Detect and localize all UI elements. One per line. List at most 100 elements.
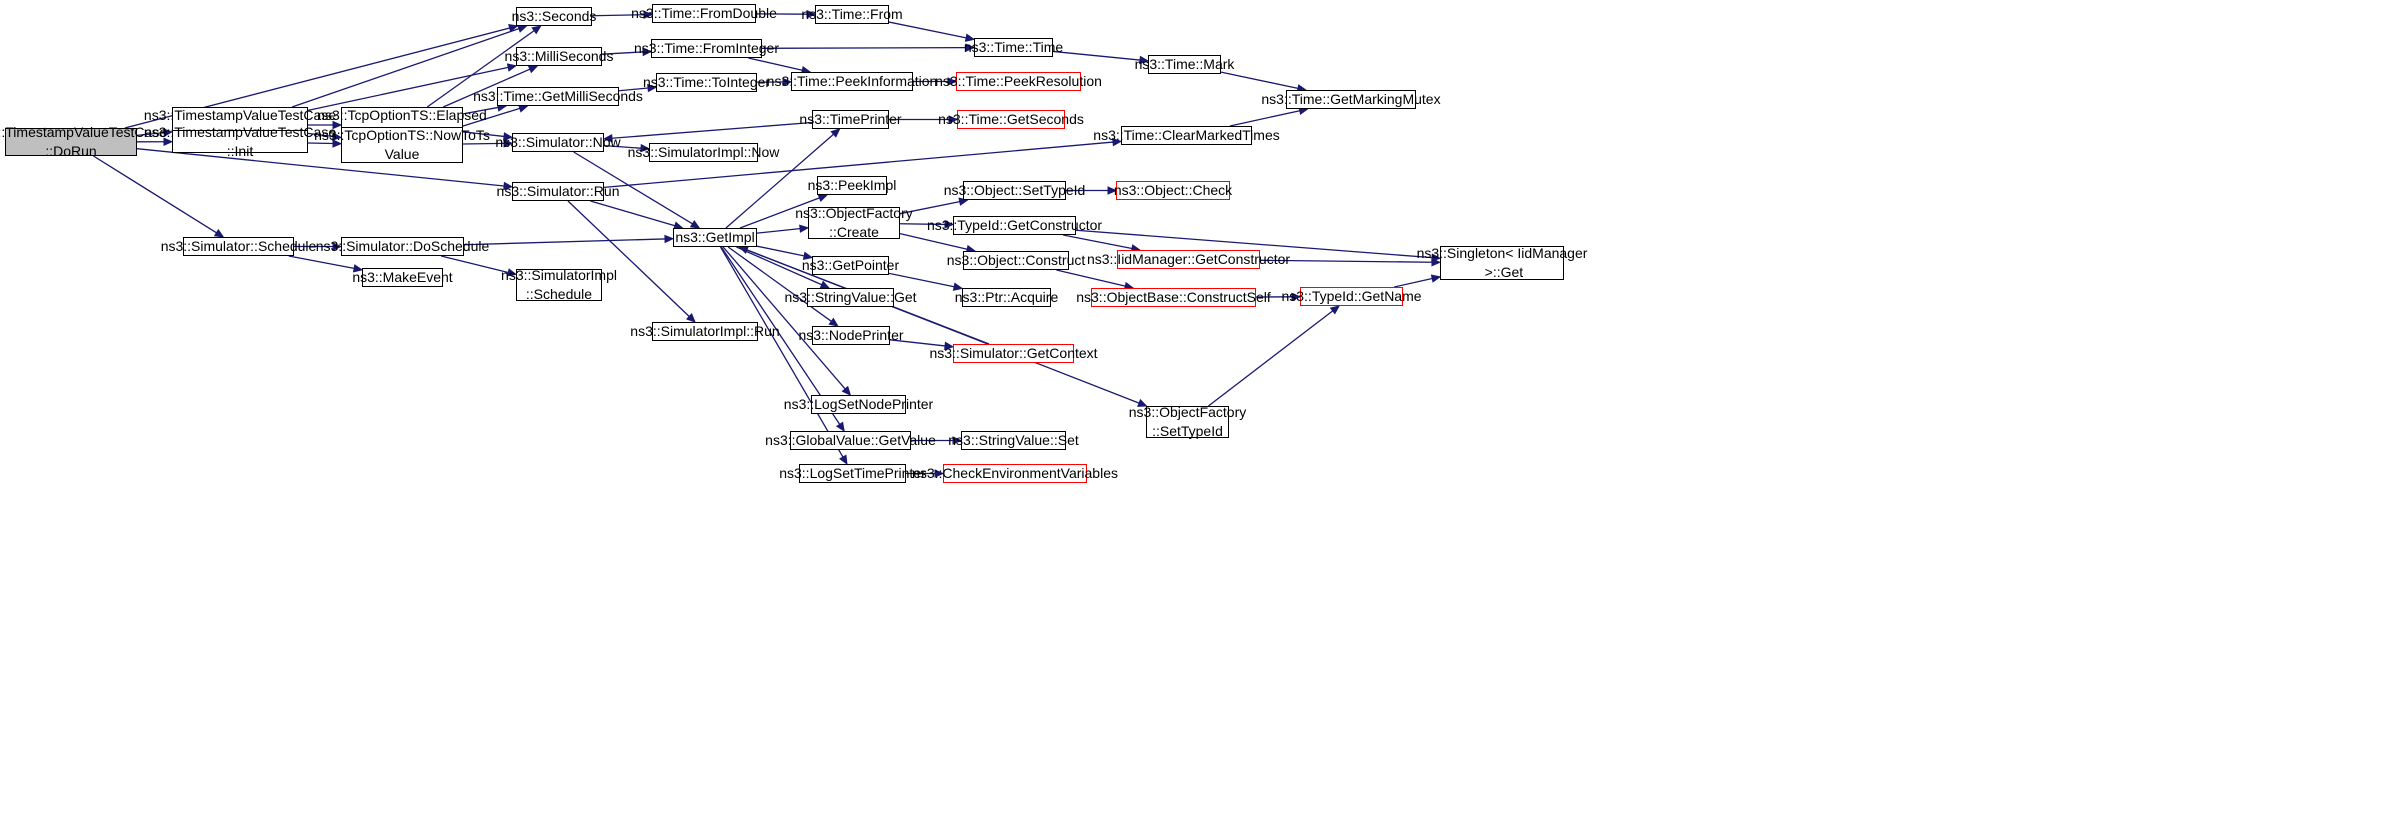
node-simulatorimpl-schedule[interactable]: ns3::SimulatorImpl ::Schedule xyxy=(501,267,617,302)
node-objectfactory-create[interactable]: ns3::ObjectFactory ::Create xyxy=(795,205,913,240)
edge-n13-n11 xyxy=(442,65,539,108)
edge-n16-n41 xyxy=(603,143,651,153)
edge-n3-n4 xyxy=(591,10,654,19)
node-time-tointeger[interactable]: ns3::Time::ToInteger xyxy=(642,73,771,92)
edge-n42-n14 xyxy=(459,104,529,128)
node-tcpoptionts-nowtotsvalue[interactable]: ns3::TcpOptionTS::NowToTs Value xyxy=(314,127,490,163)
edge-n27-n21 xyxy=(1208,305,1341,407)
edge-n1-n44 xyxy=(136,148,514,191)
edge-n33-n34 xyxy=(906,469,945,478)
node-time-frominteger[interactable]: ns3::Time::FromInteger xyxy=(634,39,779,58)
node-stringvalue-get[interactable]: ns3::StringValue::Get xyxy=(784,288,917,307)
edge-n9-n10 xyxy=(913,77,958,86)
edge-n13-n16 xyxy=(462,131,514,141)
edge-n11-n12 xyxy=(601,47,653,57)
edge-n23-n24 xyxy=(1066,186,1118,195)
edge-n48-n17 xyxy=(463,234,675,246)
node-seconds[interactable]: ns3::Seconds xyxy=(511,7,597,26)
edge-n2-n3 xyxy=(291,24,528,108)
edge-n44-n45 xyxy=(603,137,1123,189)
node-stringvalue-set[interactable]: ns3::StringValue::Set xyxy=(948,431,1079,450)
node-time-getmarkingmutex[interactable]: ns3::Time::GetMarkingMutex xyxy=(1261,90,1441,109)
edge-n15-n9 xyxy=(756,77,793,87)
edge-n19-n20 xyxy=(1056,269,1135,291)
edge-n1-n43 xyxy=(136,137,174,146)
node-time-from[interactable]: ns3::Time::From xyxy=(801,5,903,24)
node-objectbase-constructself[interactable]: ns3::ObjectBase::ConstructSelf xyxy=(1076,288,1271,307)
edge-n17-n32 xyxy=(722,246,852,396)
edge-n17-n37 xyxy=(739,194,829,229)
node-time-mark[interactable]: ns3::Time::Mark xyxy=(1134,55,1235,74)
edge-n13-n3 xyxy=(426,25,542,108)
edge-n12-n6 xyxy=(761,43,976,52)
node-getpointer[interactable]: ns3::GetPointer xyxy=(801,256,900,275)
node-getimpl[interactable]: ns3::GetImpl xyxy=(673,228,757,247)
edge-n18-n19 xyxy=(899,233,977,254)
edge-n17-n39 xyxy=(725,128,841,229)
edge-n43-n42 xyxy=(307,139,343,148)
edge-n48-n49 xyxy=(440,255,518,277)
edge-n39-n16 xyxy=(602,121,813,143)
node-time-getmilliseconds[interactable]: ns3::Time::GetMilliSeconds xyxy=(473,87,643,106)
node-time-time[interactable]: ns3::Time::Time xyxy=(963,38,1064,57)
node-timestampvaluetestcase-dorun[interactable]: ns3::TimestampValueTestCase ::DoRun xyxy=(0,124,168,159)
node-simulator-doschedule[interactable]: ns3::Simulator::DoSchedule xyxy=(315,237,490,256)
edge-n1-n2 xyxy=(136,128,174,137)
node-time-getseconds[interactable]: ns3::Time::GetSeconds xyxy=(938,110,1084,129)
edge-n28-n29 xyxy=(888,272,964,291)
edge-n6-n7 xyxy=(1052,50,1150,65)
edge-n17-n30 xyxy=(720,246,845,433)
node-object-settypeid[interactable]: ns3::Object::SetTypeId xyxy=(943,181,1086,200)
edge-n45-n8 xyxy=(1229,106,1309,127)
node-singleton-iidmanager-get[interactable]: ns3::Singleton< IidManager >::Get xyxy=(1416,245,1588,280)
node-simulator-run[interactable]: ns3::Simulator::Run xyxy=(496,182,620,201)
edge-n17-n35 xyxy=(727,246,839,327)
node-object-check[interactable]: ns3::Object::Check xyxy=(1113,181,1233,200)
node-time-clearmarkedtimes[interactable]: ns3::Time::ClearMarkedTimes xyxy=(1093,126,1280,145)
edge-n47-n50 xyxy=(288,255,364,273)
edge-n17-n28 xyxy=(756,245,814,261)
node-time-peekinformation[interactable]: ns3::Time::PeekInformation xyxy=(766,72,938,91)
node-typeid-getconstructor[interactable]: ns3::TypeId::GetConstructor xyxy=(926,216,1103,235)
edge-n20-n21 xyxy=(1255,292,1302,302)
node-time-fromdouble[interactable]: ns3::Time::FromDouble xyxy=(631,4,777,23)
edge-n18-n25 xyxy=(899,220,955,229)
node-simulatorimpl-run[interactable]: ns3::SimulatorImpl::Run xyxy=(630,322,780,341)
node-simulatorimpl-now[interactable]: ns3::SimulatorImpl::Now xyxy=(627,143,780,162)
node-objectfactory-settypeid[interactable]: ns3::ObjectFactory ::SetTypeId xyxy=(1128,404,1247,439)
node-peekimpl[interactable]: ns3::PeekImpl xyxy=(807,176,897,195)
edge-n17-n38 xyxy=(736,246,831,289)
node-simulator-getcontext[interactable]: ns3::Simulator::GetContext xyxy=(929,344,1098,363)
edge-n47-n48 xyxy=(294,242,343,251)
node-milliseconds[interactable]: ns3::MilliSeconds xyxy=(504,47,614,66)
node-logsettimeprinter[interactable]: ns3::LogSetTimePrinter xyxy=(779,464,926,483)
node-globalvalue-getvalue[interactable]: ns3::GlobalValue::GetValue xyxy=(765,431,936,450)
node-typeid-getname[interactable]: ns3::TypeId::GetName xyxy=(1281,287,1422,306)
node-simulator-schedule[interactable]: ns3::Simulator::Schedule xyxy=(160,237,317,256)
node-makeevent[interactable]: ns3::MakeEvent xyxy=(352,268,453,287)
edge-n44-n17 xyxy=(590,200,684,230)
edge-n2-n11 xyxy=(307,63,518,112)
node-object-construct[interactable]: ns3::Object::Construct xyxy=(946,251,1086,270)
edge-n39-n40 xyxy=(889,115,959,124)
node-time-peekresolution[interactable]: ns3::Time::PeekResolution xyxy=(935,72,1102,91)
node-simulator-now[interactable]: ns3::Simulator::Now xyxy=(495,133,621,152)
edge-n14-n15 xyxy=(618,83,658,93)
node-checkenvironmentvariables[interactable]: ns3::CheckEnvironmentVariables xyxy=(912,464,1118,483)
node-logsetnodeprinter[interactable]: ns3::LogSetNodePrinter xyxy=(783,395,934,414)
edge-n30-n31 xyxy=(911,436,963,445)
edge-n42-n16 xyxy=(462,139,514,148)
node-ptr-acquire[interactable]: ns3::Ptr::Acquire xyxy=(954,288,1059,307)
edge-n16-n17 xyxy=(573,151,701,229)
edge-n7-n8 xyxy=(1220,71,1308,93)
edge-n2-n42 xyxy=(307,132,343,141)
node-nodeprinter[interactable]: ns3::NodePrinter xyxy=(798,326,904,345)
edge-n2-n13 xyxy=(308,120,343,130)
node-timeprinter[interactable]: ns3::TimePrinter xyxy=(799,110,902,129)
edge-n35-n36 xyxy=(889,339,955,351)
node-iidmanager-getconstructor[interactable]: ns3::IidManager::GetConstructor xyxy=(1086,250,1291,269)
edge-n17-n18 xyxy=(756,224,810,234)
node-timestampvaluetestcase-init[interactable]: ns3::TimestampValueTestCase ::Init xyxy=(143,123,337,159)
edge-n21-n22 xyxy=(1394,274,1442,288)
